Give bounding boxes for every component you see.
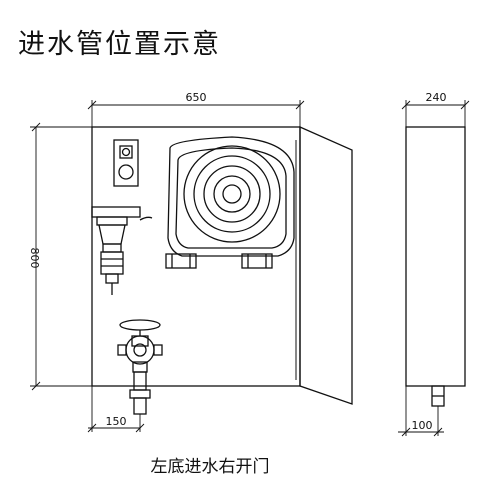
dimension-depth	[401, 100, 470, 127]
hose-nozzle	[91, 206, 153, 295]
hose-coil-2	[193, 155, 271, 233]
hose-coil-4	[213, 175, 251, 213]
diagram-title: 进水管位置示意	[18, 29, 221, 60]
label-inlet-offset: 150	[106, 415, 127, 428]
hose-coupling-right	[241, 253, 273, 269]
dimension-height	[30, 122, 92, 391]
dimension-side-inlet	[398, 386, 444, 437]
side-inlet-pipe	[431, 385, 445, 407]
hose-coil-1	[183, 145, 281, 243]
side-cabinet-body	[405, 126, 466, 387]
dimension-inlet-offset	[87, 386, 145, 433]
hose-reel	[165, 136, 295, 269]
diagram-caption: 左底进水右开门	[150, 457, 270, 477]
label-side-inlet: 100	[412, 419, 433, 432]
side-view	[398, 100, 470, 437]
hydrant-valve	[117, 319, 163, 415]
alarm-button-box	[113, 139, 139, 187]
hose-coil-3	[203, 165, 261, 223]
handwheel	[119, 319, 161, 331]
hose-coupling-left	[165, 253, 197, 269]
hose-coil-5	[222, 184, 242, 204]
label-side-depth: 240	[426, 91, 447, 104]
label-front-height: 800	[28, 248, 41, 269]
front-view	[30, 100, 353, 433]
label-front-width: 650	[186, 91, 207, 104]
cabinet-door	[299, 126, 353, 405]
dimension-width	[87, 100, 305, 127]
